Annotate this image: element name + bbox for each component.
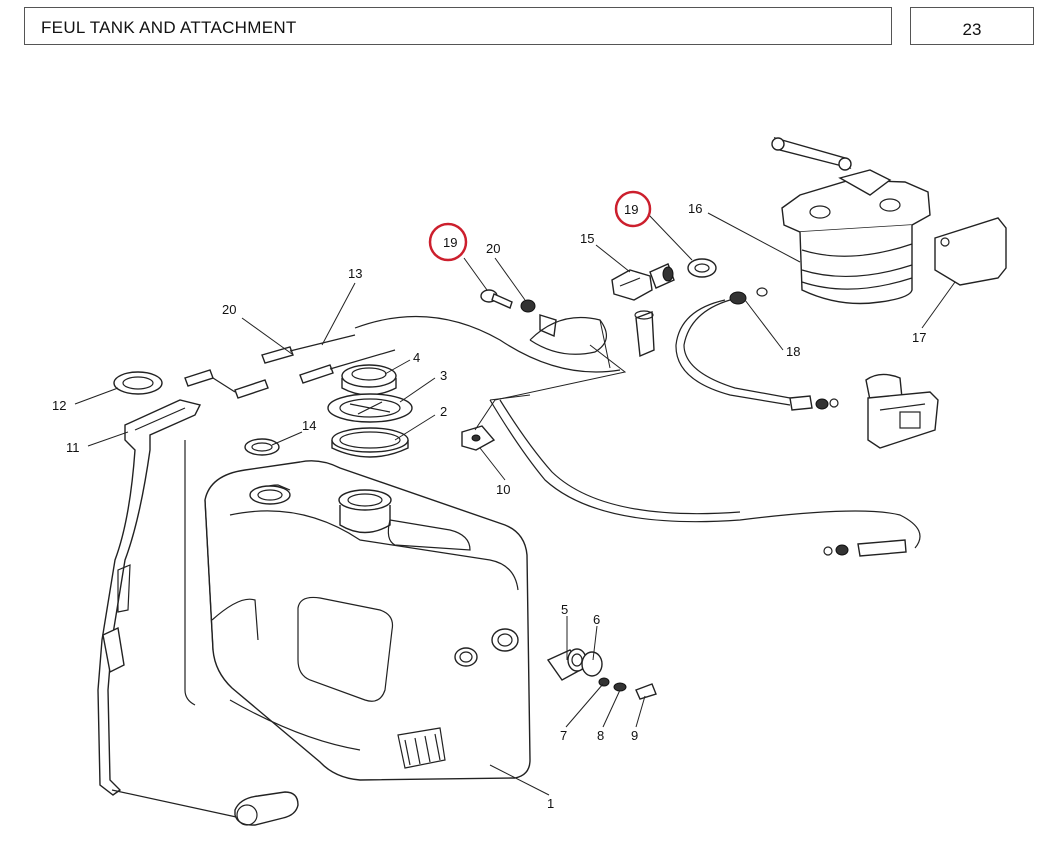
grommet-14 <box>244 438 280 456</box>
callout-19-right: 19 <box>624 202 638 217</box>
page-title: FEUL TANK AND ATTACHMENT <box>41 18 297 37</box>
highlight-circle-19-left <box>428 222 468 262</box>
filler-cap <box>341 364 397 396</box>
callout-15: 15 <box>580 231 594 246</box>
callout-1: 1 <box>547 796 554 811</box>
fuel-pump <box>865 373 939 449</box>
callout-labels: 1 2 3 4 5 6 7 8 9 10 11 12 13 14 15 16 1… <box>52 201 926 811</box>
callout-10: 10 <box>496 482 510 497</box>
fuel-filter-16 <box>771 136 931 305</box>
drain-assembly <box>546 648 657 700</box>
tank-bracket <box>97 399 299 826</box>
highlight-circle-19-right <box>614 190 652 228</box>
callout-17: 17 <box>912 330 926 345</box>
callout-9: 9 <box>631 728 638 743</box>
nut-18 <box>729 291 747 305</box>
fuel-tank <box>204 460 531 781</box>
callout-18: 18 <box>786 344 800 359</box>
callout-8: 8 <box>597 728 604 743</box>
washer-19 <box>687 258 717 278</box>
callout-5: 5 <box>561 602 568 617</box>
callout-16: 16 <box>688 201 702 216</box>
callout-11: 11 <box>66 440 80 455</box>
callout-20-top: 20 <box>486 241 500 256</box>
callout-13: 13 <box>348 266 362 281</box>
title-box: FEUL TANK AND ATTACHMENT <box>24 7 892 45</box>
callout-14: 14 <box>302 418 316 433</box>
ring-12 <box>113 371 163 395</box>
screw-19 <box>480 289 513 309</box>
callout-12: 12 <box>52 398 66 413</box>
callout-6: 6 <box>593 612 600 627</box>
cover-plate-17 <box>934 217 1007 286</box>
callout-20-left: 20 <box>222 302 236 317</box>
banjo-union-15 <box>611 263 675 301</box>
callout-7: 7 <box>560 728 567 743</box>
callout-4: 4 <box>413 350 420 365</box>
pipe-fitting <box>635 311 655 358</box>
callout-19-left: 19 <box>443 235 457 250</box>
ring-2 <box>331 427 409 458</box>
callout-2: 2 <box>440 404 447 419</box>
leader-lines <box>74 212 956 796</box>
return-hose <box>489 399 921 549</box>
washer-20 <box>520 299 536 313</box>
page-number: 23 <box>962 20 982 39</box>
tube-set <box>184 315 621 399</box>
page-number-box: 23 <box>910 7 1034 45</box>
callout-3: 3 <box>440 368 447 383</box>
